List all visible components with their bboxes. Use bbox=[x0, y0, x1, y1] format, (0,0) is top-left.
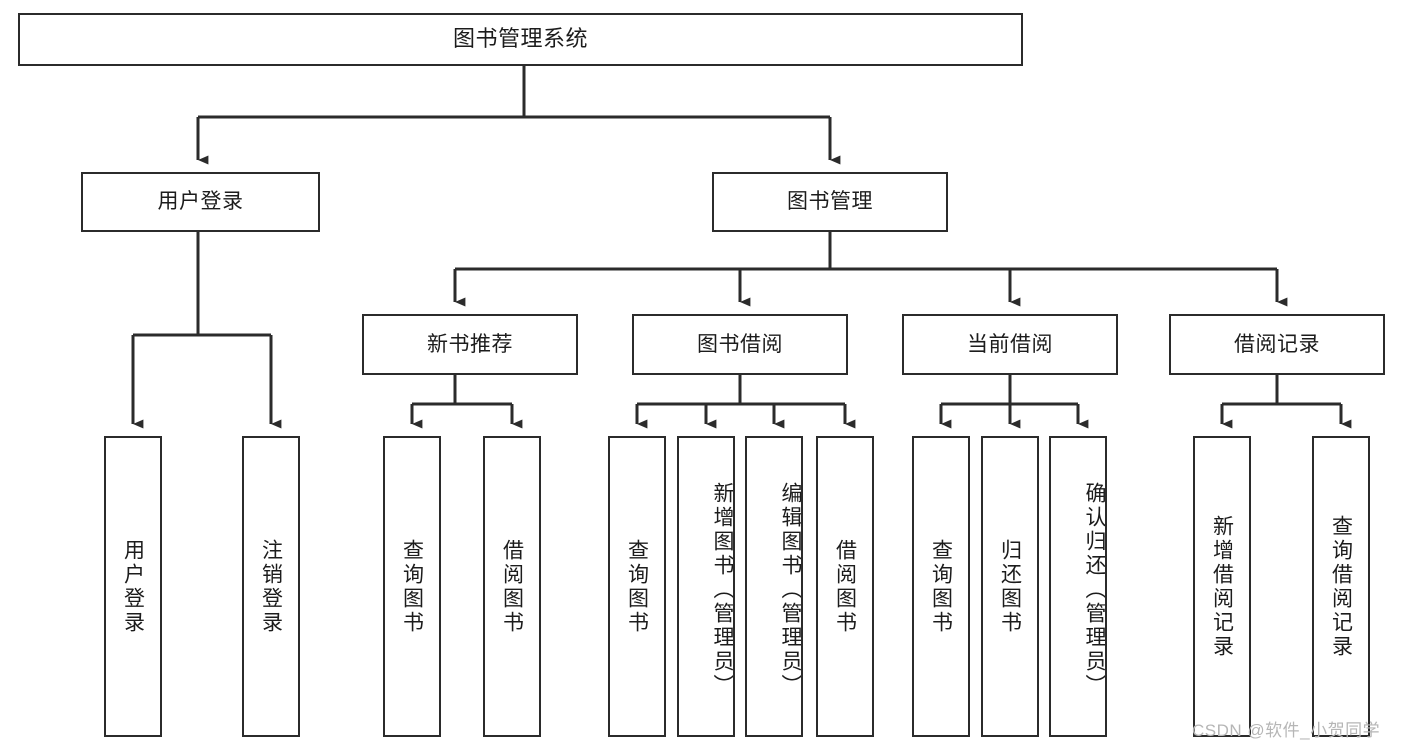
leaf-add-borrow-record[interactable]: 新增借阅记录 bbox=[1193, 436, 1251, 737]
leaf-query-book-new-rec[interactable]: 查询图书 bbox=[383, 436, 441, 737]
csdn-watermark: CSDN @软件_小贺同学 bbox=[1192, 721, 1381, 740]
leaf-user-logout[interactable]: 注销登录 bbox=[242, 436, 300, 737]
node-current-borrow[interactable]: 当前借阅 bbox=[902, 314, 1118, 375]
leaf-edit-book-admin[interactable]: 编辑图书（管理员） bbox=[745, 436, 803, 737]
leaf-borrow-book-borrow[interactable]: 借阅图书 bbox=[816, 436, 874, 737]
leaf-add-book-admin[interactable]: 新增图书（管理员） bbox=[677, 436, 735, 737]
node-borrow-record[interactable]: 借阅记录 bbox=[1169, 314, 1385, 375]
leaf-query-borrow-record[interactable]: 查询借阅记录 bbox=[1312, 436, 1370, 737]
leaf-return-book[interactable]: 归还图书 bbox=[981, 436, 1039, 737]
leaf-query-book-current[interactable]: 查询图书 bbox=[912, 436, 970, 737]
leaf-query-book-borrow[interactable]: 查询图书 bbox=[608, 436, 666, 737]
node-root-book-management-system[interactable]: 图书管理系统 bbox=[18, 13, 1023, 66]
node-book-borrow[interactable]: 图书借阅 bbox=[632, 314, 848, 375]
node-user-login[interactable]: 用户登录 bbox=[81, 172, 320, 232]
node-new-book-recommendation[interactable]: 新书推荐 bbox=[362, 314, 578, 375]
leaf-confirm-return-admin[interactable]: 确认归还（管理员） bbox=[1049, 436, 1107, 737]
node-book-manage[interactable]: 图书管理 bbox=[712, 172, 948, 232]
leaf-user-login[interactable]: 用户登录 bbox=[104, 436, 162, 737]
leaf-borrow-book-new-rec[interactable]: 借阅图书 bbox=[483, 436, 541, 737]
